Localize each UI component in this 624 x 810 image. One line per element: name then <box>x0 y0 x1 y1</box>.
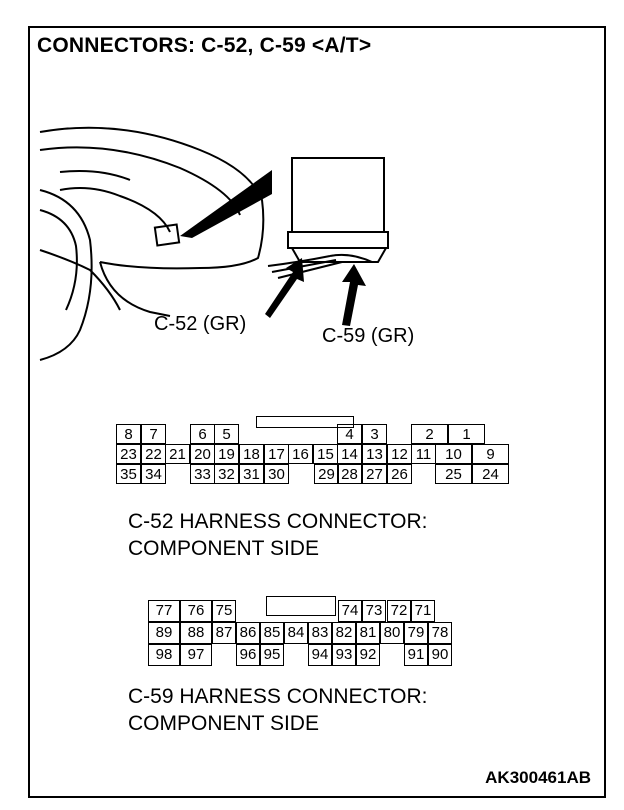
pin-cell: 20 <box>190 444 215 464</box>
pin-cell: 95 <box>260 644 284 666</box>
pin-cell: 25 <box>435 464 472 484</box>
figure-frame <box>28 26 606 798</box>
connector-c52-caption: C-52 HARNESS CONNECTOR: COMPONENT SIDE <box>128 508 428 562</box>
figure-code: AK300461AB <box>485 768 591 787</box>
pin-cell: 22 <box>141 444 166 464</box>
pin-cell <box>165 424 190 444</box>
page-title: CONNECTORS: C-52, C-59 <A/T> <box>37 34 372 57</box>
pin-cell: 77 <box>148 600 180 622</box>
pin-cell: 91 <box>404 644 428 666</box>
pin-cell: 86 <box>236 622 260 644</box>
pin-cell: 87 <box>212 622 236 644</box>
pin-cell: 93 <box>332 644 356 666</box>
pin-cell: 8 <box>116 424 141 444</box>
pin-cell: 31 <box>239 464 264 484</box>
pin-cell: 14 <box>337 444 362 464</box>
connector-c59-caption-line2: COMPONENT SIDE <box>128 712 319 735</box>
pin-cell: 9 <box>472 444 509 464</box>
pin-cell: 3 <box>362 424 387 444</box>
pin-cell: 10 <box>435 444 472 464</box>
pin-cell: 24 <box>472 464 509 484</box>
connector-key <box>266 596 336 616</box>
pin-cell: 16 <box>288 444 313 464</box>
connector-c52-caption-line1: C-52 HARNESS CONNECTOR: <box>128 510 428 533</box>
pin-cell: 28 <box>337 464 362 484</box>
pin-cell: 23 <box>116 444 141 464</box>
pin-cell <box>411 464 436 484</box>
pin-cell: 82 <box>332 622 356 644</box>
pin-cell: 71 <box>411 600 435 622</box>
pin-cell: 18 <box>239 444 264 464</box>
connector-c52-caption-line2: COMPONENT SIDE <box>128 537 319 560</box>
pin-cell: 75 <box>212 600 236 622</box>
pin-cell: 13 <box>362 444 387 464</box>
pin-cell <box>380 644 404 666</box>
pin-cell: 33 <box>190 464 215 484</box>
pin-cell: 2 <box>411 424 448 444</box>
pin-cell: 81 <box>356 622 380 644</box>
pin-cell: 7 <box>141 424 166 444</box>
pin-cell: 1 <box>448 424 485 444</box>
pin-cell: 92 <box>356 644 380 666</box>
pin-cell: 76 <box>180 600 212 622</box>
pin-cell: 15 <box>313 444 338 464</box>
pin-cell <box>165 464 190 484</box>
pin-cell: 6 <box>190 424 215 444</box>
pin-cell: 74 <box>338 600 362 622</box>
pin-cell: 5 <box>214 424 239 444</box>
pin-cell: 72 <box>387 600 411 622</box>
pin-cell: 90 <box>428 644 452 666</box>
pin-cell: 4 <box>337 424 362 444</box>
pin-cell: 78 <box>428 622 452 644</box>
connector-c59-caption: C-59 HARNESS CONNECTOR: COMPONENT SIDE <box>128 683 428 737</box>
pin-cell: 97 <box>180 644 212 666</box>
connector-c59-caption-line1: C-59 HARNESS CONNECTOR: <box>128 685 428 708</box>
pin-cell: 21 <box>165 444 190 464</box>
connector-key <box>256 416 354 428</box>
pin-cell: 19 <box>214 444 239 464</box>
pin-cell: 94 <box>308 644 332 666</box>
pin-cell: 83 <box>308 622 332 644</box>
pin-cell: 96 <box>236 644 260 666</box>
pin-cell: 17 <box>264 444 289 464</box>
pin-cell <box>212 644 236 666</box>
pin-cell: 11 <box>411 444 436 464</box>
pin-cell: 34 <box>141 464 166 484</box>
pin-cell: 32 <box>214 464 239 484</box>
pin-cell: 79 <box>404 622 428 644</box>
pin-cell: 98 <box>148 644 180 666</box>
pin-cell: 26 <box>387 464 412 484</box>
pin-cell: 12 <box>387 444 412 464</box>
pin-cell: 73 <box>362 600 386 622</box>
callout-c52: C-52 (GR) <box>154 313 247 335</box>
pin-cell: 85 <box>260 622 284 644</box>
pin-cell: 29 <box>314 464 339 484</box>
callout-c59: C-59 (GR) <box>322 325 415 347</box>
pin-cell: 80 <box>380 622 404 644</box>
pin-cell: 35 <box>116 464 141 484</box>
pin-cell: 89 <box>148 622 180 644</box>
pin-cell <box>284 644 308 666</box>
pin-cell: 88 <box>180 622 212 644</box>
pin-cell: 30 <box>264 464 289 484</box>
pin-cell <box>387 424 412 444</box>
pin-cell: 84 <box>284 622 308 644</box>
pin-cell <box>288 464 313 484</box>
pin-cell: 27 <box>362 464 387 484</box>
